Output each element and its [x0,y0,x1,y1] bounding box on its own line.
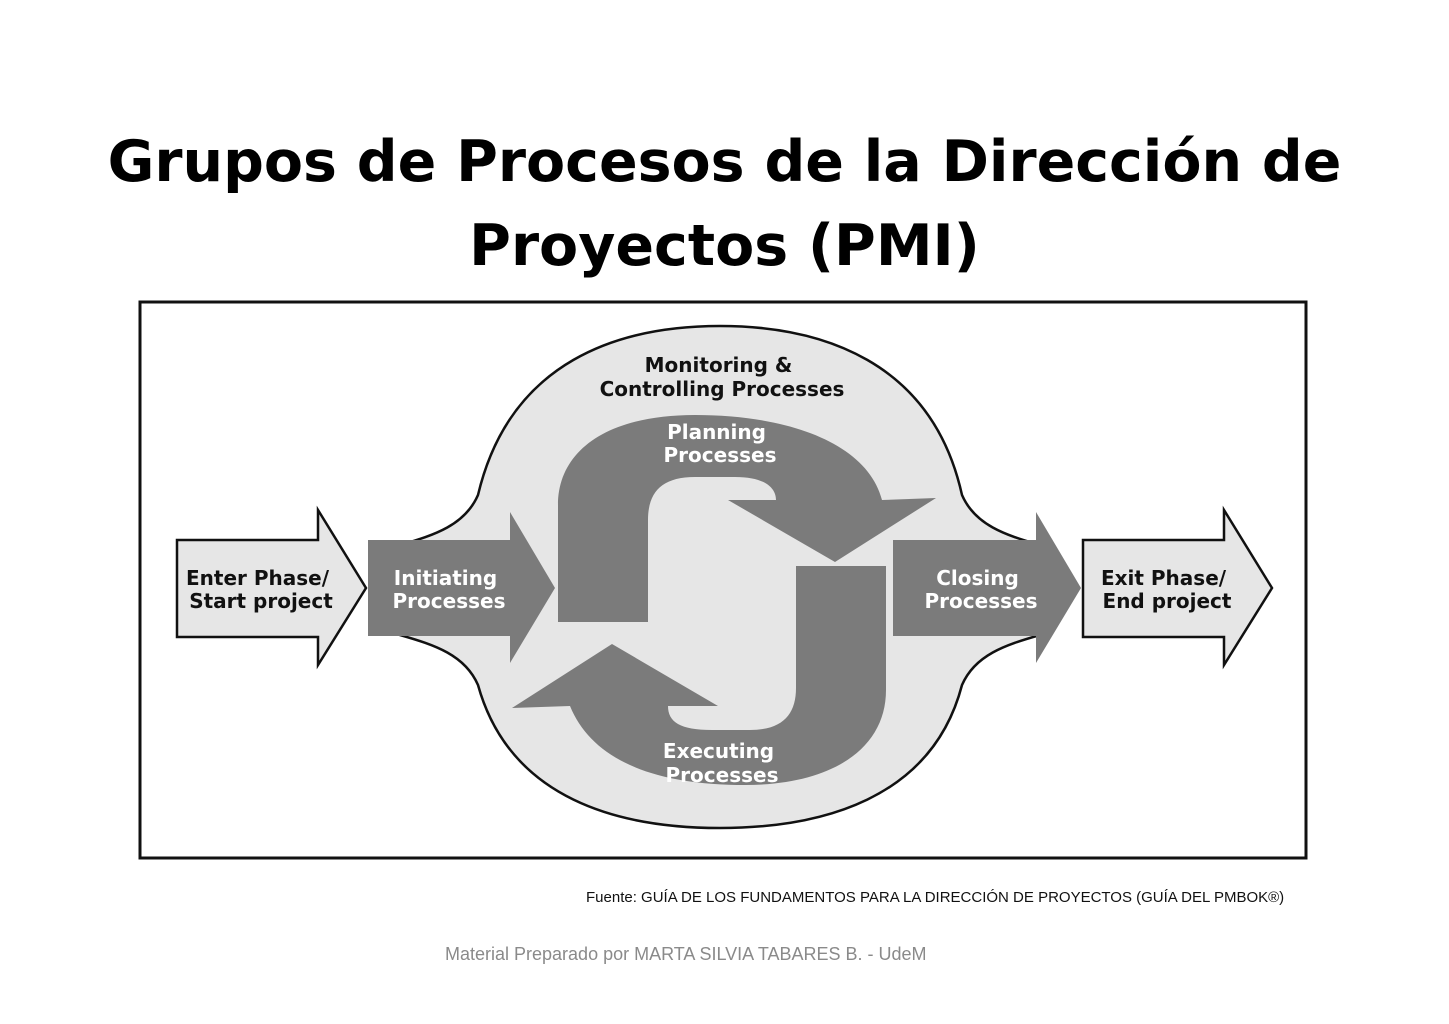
slide-title: Grupos de Procesos de la Dirección de Pr… [0,120,1449,288]
exit-phase-arrow [1081,505,1274,670]
monitoring-controlling-label: Monitoring & Controlling Processes [600,353,845,401]
planning-processes-arrow [558,415,936,622]
enter-phase-label: Enter Phase/ Start project [186,566,336,613]
source-note: Fuente: GUÍA DE LOS FUNDAMENTOS PARA LA … [586,889,1285,906]
initiating-processes-label: Initiating Processes [393,566,506,613]
footer-credit: Material Preparado por MARTA SILVIA TABA… [445,944,927,964]
title-line-1: Grupos de Procesos de la Dirección de [107,129,1342,196]
initiating-processes-arrow [368,512,555,663]
closing-processes-arrow [893,512,1081,663]
closing-processes-label: Closing Processes [925,566,1038,613]
executing-processes-arrow [512,566,886,785]
title-line-2: Proyectos (PMI) [469,213,980,280]
planning-processes-label: Planning Processes [664,420,777,467]
executing-processes-label: Executing Processes [663,739,781,787]
exit-phase-label: Exit Phase/ End project [1101,566,1233,613]
enter-phase-arrow [175,505,368,670]
